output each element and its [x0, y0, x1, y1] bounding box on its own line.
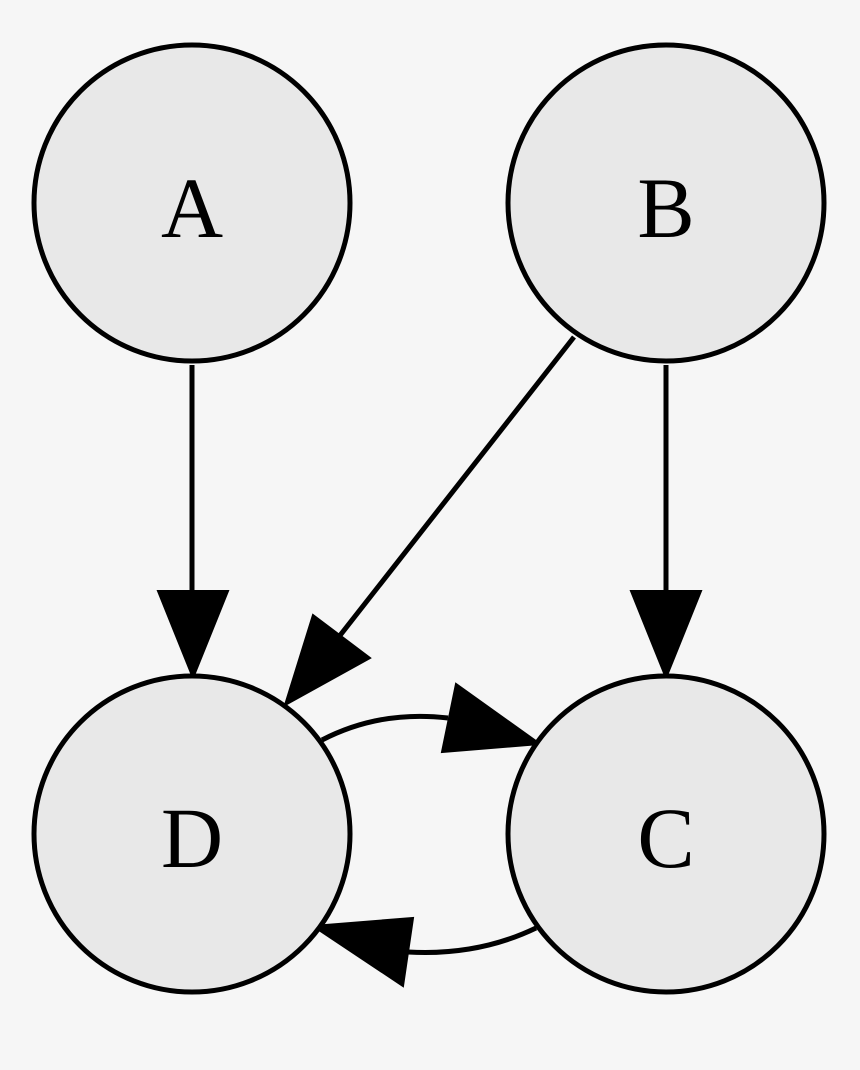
node-a-circle [31, 42, 353, 364]
node-b[interactable]: B [505, 42, 827, 364]
node-d-label: D [161, 790, 223, 886]
edge-d-to-c-arrowhead [440, 682, 543, 754]
edge-b-to-d [283, 335, 576, 708]
edge-b-to-c [629, 365, 703, 681]
node-b-label: B [637, 160, 694, 256]
edge-a-to-d-arrowhead [156, 590, 230, 681]
edge-d-to-c-line [320, 713, 449, 743]
node-b-circle [505, 42, 827, 364]
node-a[interactable]: A [31, 42, 353, 364]
node-c-label: C [637, 790, 694, 886]
node-d-circle [31, 673, 353, 995]
edge-c-to-d-line [407, 925, 538, 955]
edge-c-to-d-arrowhead [310, 916, 415, 988]
edge-b-to-d-line [336, 335, 576, 640]
node-d[interactable]: D [31, 673, 353, 995]
node-a-label: A [161, 160, 223, 256]
edge-c-to-d [310, 916, 538, 988]
edge-b-to-c-arrowhead [629, 590, 703, 681]
edges [156, 335, 703, 988]
edge-b-to-d-arrowhead [283, 613, 372, 708]
node-c[interactable]: C [505, 673, 827, 995]
edge-d-to-c [320, 682, 543, 754]
nodes: A B D C [31, 42, 827, 995]
node-c-circle [505, 673, 827, 995]
edge-a-to-d [156, 365, 230, 681]
